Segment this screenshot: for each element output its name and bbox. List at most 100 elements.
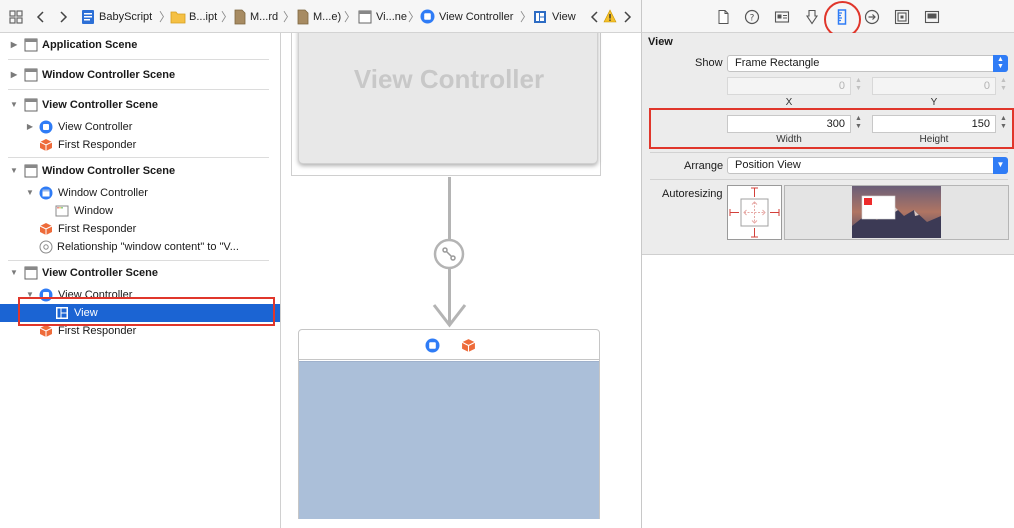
back-chevron-icon[interactable] — [36, 10, 46, 24]
storyboard-canvas[interactable]: View Controller — [281, 33, 641, 528]
storyboard-file-icon — [234, 9, 246, 25]
x-stepper[interactable]: ▲▼ — [855, 77, 862, 92]
outline-view-controller-scene[interactable]: ▼ View Controller Scene — [0, 96, 280, 114]
disclosure-closed-icon[interactable]: ▶ — [10, 70, 18, 79]
disclosure-closed-icon[interactable]: ▶ — [10, 40, 18, 49]
first-responder-cube-icon — [39, 139, 53, 151]
outline-window-controller-scene[interactable]: ▶ Window Controller Scene — [0, 66, 280, 84]
view-controller-icon[interactable] — [425, 338, 440, 353]
breadcrumb-view-controller[interactable]: View Controller — [439, 11, 514, 23]
placeholder-title: View Controller — [353, 64, 545, 94]
breadcrumb-project[interactable]: BabyScript — [99, 11, 153, 23]
outline-first-responder[interactable]: First Responder — [0, 220, 280, 238]
scene-icon — [24, 98, 38, 112]
first-responder-cube-icon — [39, 325, 53, 337]
outline-view-selected[interactable]: View — [0, 304, 280, 322]
effects-icon[interactable] — [924, 9, 940, 25]
connections-icon[interactable] — [864, 9, 880, 25]
annotation-highlight-box — [649, 108, 1014, 149]
autoresizing-preview — [784, 185, 1009, 240]
size-inspector: View Show Frame Rectangle ▲▼ 0 ▲▼ 0 ▲▼ X… — [641, 33, 1014, 528]
height-stepper[interactable]: ▲▼ — [1000, 115, 1007, 130]
storyboard-base-icon — [297, 9, 309, 25]
view-controller-scene-frame[interactable] — [298, 329, 600, 519]
relationship-segue-icon — [39, 240, 53, 254]
popup-chevron-down-icon: ▼ — [993, 157, 1008, 174]
width-stepper[interactable]: ▲▼ — [855, 115, 862, 130]
scene-icon — [24, 38, 38, 52]
x-field[interactable]: 0 — [727, 77, 851, 95]
disclosure-open-icon[interactable]: ▼ — [10, 166, 18, 175]
show-popup[interactable]: Frame Rectangle ▲▼ — [727, 55, 1008, 72]
attributes-icon[interactable] — [804, 9, 820, 25]
autoresizing-label: Autoresizing — [662, 188, 723, 200]
outline-application-scene[interactable]: ▶ Application Scene — [0, 36, 280, 54]
scene-dock — [299, 330, 599, 360]
outline-first-responder[interactable]: First Responder — [0, 136, 280, 154]
selected-view[interactable] — [299, 361, 599, 519]
first-responder-cube-icon — [39, 223, 53, 235]
inspector-empty-area — [642, 255, 1014, 528]
breadcrumb-localization[interactable]: M...e) — [313, 11, 342, 23]
window-controller-icon — [39, 186, 53, 200]
forward-chevron-icon[interactable] — [58, 10, 68, 24]
autoresizing-mask-control[interactable] — [727, 185, 782, 240]
outline-window-controller[interactable]: ▼ Window Controller — [0, 184, 280, 202]
outline-relationship-segue[interactable]: Relationship "window content" to "V... — [0, 238, 280, 256]
scene-icon — [358, 10, 372, 24]
outline-window-controller-scene[interactable]: ▼ Window Controller Scene — [0, 162, 280, 180]
height-field[interactable]: 150 — [872, 115, 996, 133]
x-label: X — [785, 97, 793, 108]
scene-icon — [24, 266, 38, 280]
breadcrumb-view[interactable]: View — [552, 11, 576, 23]
breadcrumb-storyboard[interactable]: M...rd — [250, 11, 279, 23]
file-icon[interactable] — [715, 9, 731, 25]
relationship-segue-icon[interactable] — [433, 238, 465, 270]
disclosure-closed-icon[interactable]: ▶ — [26, 122, 34, 131]
document-outline: ▶ Application Scene ▶ Window Controller … — [0, 33, 281, 528]
top-view-controller-placeholder[interactable]: View Controller — [298, 33, 598, 164]
disclosure-open-icon[interactable]: ▼ — [10, 100, 18, 109]
breadcrumb-group[interactable]: B...ipt — [189, 11, 218, 23]
outline-first-responder[interactable]: First Responder — [0, 322, 280, 340]
project-file-icon — [82, 10, 94, 24]
window-icon — [55, 205, 69, 217]
arrange-popup[interactable]: Position View ▼ — [727, 157, 1008, 174]
warning-icon[interactable] — [603, 9, 617, 23]
grid-icon[interactable] — [9, 10, 23, 24]
y-field[interactable]: 0 — [872, 77, 996, 95]
view-icon — [534, 11, 546, 23]
desktop-wallpaper-preview — [852, 186, 941, 238]
disclosure-open-icon[interactable]: ▼ — [26, 188, 34, 197]
outline-view-controller-scene[interactable]: ▼ View Controller Scene — [0, 264, 280, 282]
height-label: Height — [919, 134, 949, 145]
svg-text:?: ? — [750, 14, 755, 24]
help-icon[interactable]: ? — [744, 9, 760, 25]
issue-back-chevron-icon[interactable] — [590, 10, 600, 24]
arrange-label: Arrange — [684, 160, 724, 172]
section-title: View — [648, 36, 673, 48]
outline-view-controller[interactable]: ▶ View Controller — [0, 118, 280, 136]
view-icon — [56, 307, 68, 319]
annotation-highlight-box — [18, 297, 275, 326]
bindings-icon[interactable] — [894, 9, 910, 25]
identity-icon[interactable] — [774, 9, 790, 25]
inspector-selector-bar: ? — [641, 0, 1014, 38]
first-responder-cube-icon[interactable] — [461, 338, 476, 353]
show-label: Show — [695, 57, 723, 69]
outline-window[interactable]: Window — [0, 202, 280, 220]
view-controller-icon — [39, 120, 53, 134]
disclosure-open-icon[interactable]: ▼ — [26, 290, 34, 299]
width-field[interactable]: 300 — [727, 115, 851, 133]
y-stepper[interactable]: ▲▼ — [1000, 77, 1007, 92]
scene-icon — [24, 68, 38, 82]
scene-icon — [24, 164, 38, 178]
jump-bar: BabyScript 〉 B...ipt 〉 M...rd 〉 M...e) 〉… — [0, 0, 641, 33]
disclosure-open-icon[interactable]: ▼ — [10, 268, 18, 277]
view-controller-icon — [420, 9, 435, 24]
segue-arrowhead-icon — [432, 304, 467, 328]
width-label: Width — [776, 134, 802, 145]
popup-arrows-icon: ▲▼ — [993, 55, 1008, 72]
breadcrumb-scene[interactable]: Vi...ne — [376, 11, 407, 23]
issue-forward-chevron-icon[interactable] — [622, 10, 632, 24]
